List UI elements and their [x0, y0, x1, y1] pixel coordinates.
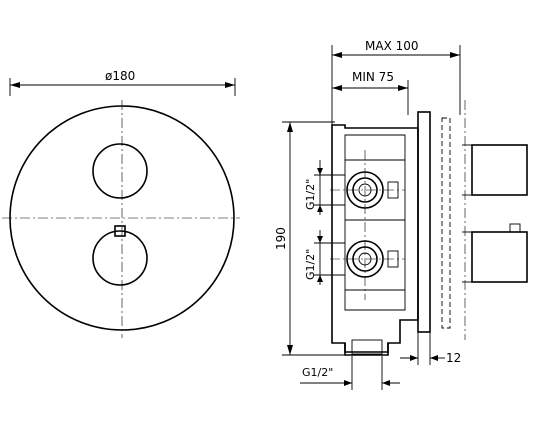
max-arrow-right	[450, 52, 460, 58]
lower-thread-arrow-bottom	[317, 275, 323, 282]
diameter-label: ø180	[105, 69, 135, 83]
lower-knob-circle	[92, 230, 148, 286]
finish-plate-hidden	[441, 117, 451, 329]
lower-knob-indicator-side	[509, 223, 521, 233]
max-depth-label: MAX 100	[365, 39, 419, 53]
bottom-thread-label: G1/2"	[302, 366, 333, 379]
upper-thread-label: G1/2"	[304, 179, 317, 210]
plate-thickness-label: 12	[446, 351, 461, 365]
side-view: MAX 100 MIN 75 190 G1/2" G1/2"	[274, 39, 528, 390]
bottom-thread-arrow-left	[344, 380, 352, 386]
lower-thread-arrow-top	[317, 236, 323, 243]
height-label: 190	[274, 227, 288, 250]
bottom-thread-arrow-right	[382, 380, 390, 386]
max-arrow-left	[332, 52, 342, 58]
upper-thread-arrow-top	[317, 168, 323, 175]
min-depth-label: MIN 75	[352, 70, 394, 84]
height-arrow-bottom	[287, 345, 293, 355]
plate-arrow-right	[430, 355, 438, 361]
upper-knob-side	[471, 144, 528, 196]
lower-knob-indicator	[114, 225, 126, 237]
min-arrow-left	[332, 85, 342, 91]
bottom-fitting	[344, 343, 389, 356]
lower-knob-side	[471, 231, 528, 283]
diameter-arrow-right	[225, 82, 235, 88]
bottom-fitting-nut	[351, 339, 383, 355]
upper-thread-arrow-bottom	[317, 205, 323, 212]
front-view: ø180	[2, 69, 240, 338]
lower-thread-label: G1/2"	[304, 249, 317, 280]
upper-knob-circle	[92, 143, 148, 199]
valve-body-inner	[344, 134, 406, 311]
plate-arrow-left	[410, 355, 418, 361]
min-arrow-right	[398, 85, 408, 91]
height-arrow-top	[287, 122, 293, 132]
diameter-arrow-left	[10, 82, 20, 88]
wall-plate	[417, 111, 431, 333]
